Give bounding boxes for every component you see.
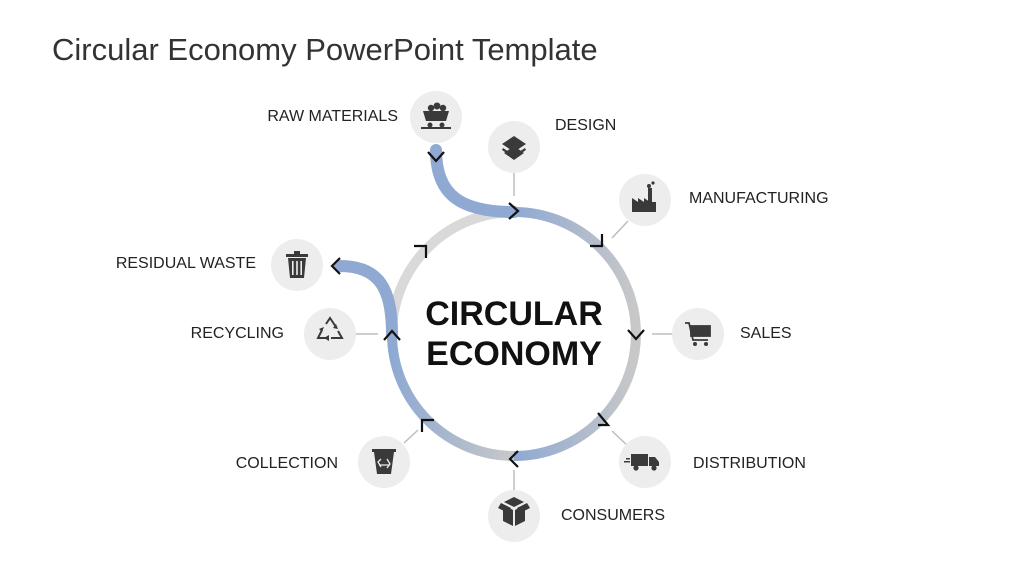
center-title-line1: CIRCULAR: [425, 295, 603, 333]
trash-can-icon: [286, 251, 308, 278]
arrow-collection: [420, 418, 434, 432]
raw-materials-inflow: [430, 144, 520, 218]
label-distribution: DISTRIBUTION: [693, 455, 806, 472]
circle-recycling: [304, 308, 356, 360]
connector-manufacturing: [611, 220, 629, 239]
label-design: DESIGN: [555, 117, 617, 134]
connector-lines: [356, 172, 672, 490]
arrow-sales: [627, 329, 645, 341]
label-recycling: RECYCLING: [190, 325, 284, 342]
center-title: CIRCULAR ECONOMY: [384, 294, 644, 374]
arrow-consumers: [508, 450, 519, 468]
ring-right: [513, 207, 641, 461]
arrow-design: [508, 202, 520, 220]
label-consumers: CONSUMERS: [561, 507, 666, 524]
label-raw-materials: RAW MATERIALS: [267, 108, 398, 125]
shopping-cart-icon: [685, 322, 711, 346]
flow-arrows: [330, 151, 645, 468]
layers-icon: [502, 136, 526, 160]
center-title-line2: ECONOMY: [426, 335, 602, 373]
connector-distribution: [611, 430, 629, 447]
connector-collection: [403, 429, 419, 444]
recycle-bin-icon: [372, 449, 396, 474]
mine-cart-icon: [421, 102, 451, 129]
arrow-recycling: [383, 329, 401, 341]
arrow-raw-materials: [427, 151, 445, 163]
arrow-distribution: [597, 412, 611, 427]
recycle-icon: [316, 316, 344, 341]
arrow-residual-waste: [330, 257, 341, 275]
residual-waste-outflow: [334, 260, 398, 340]
package-box-icon: [498, 497, 530, 526]
arrow-upper-left: [414, 244, 428, 258]
label-sales: SALES: [740, 325, 792, 342]
slide-title: Circular Economy PowerPoint Template: [52, 32, 598, 67]
factory-icon: [632, 181, 656, 212]
label-residual-waste: RESIDUAL WASTE: [115, 255, 256, 272]
arrow-manufacturing: [590, 234, 604, 248]
label-collection: COLLECTION: [235, 455, 338, 472]
label-manufacturing: MANUFACTURING: [689, 190, 829, 207]
delivery-truck-icon: [624, 454, 659, 471]
